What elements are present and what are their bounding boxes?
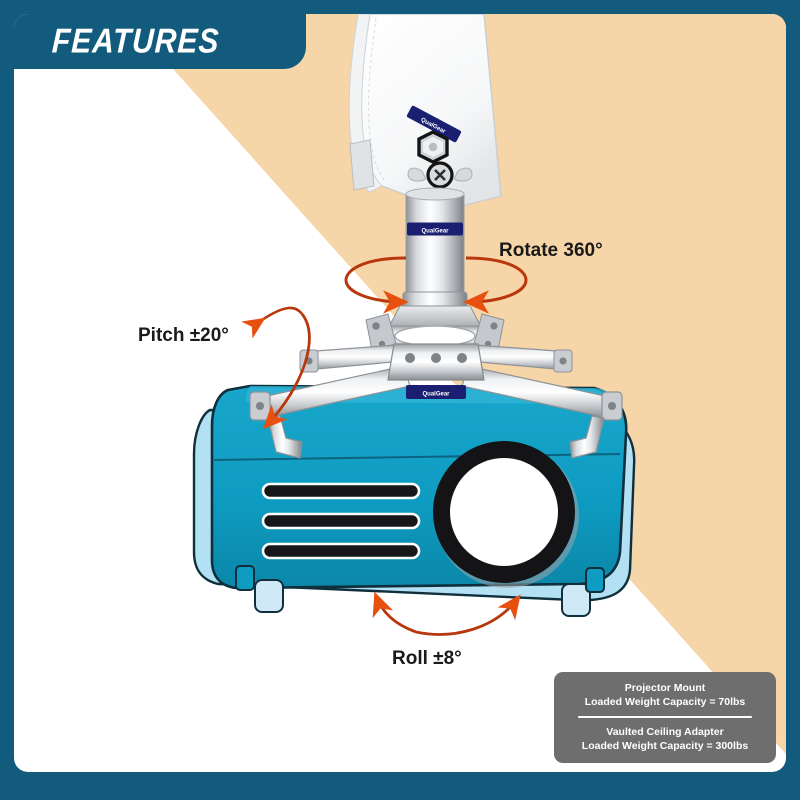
vaulted-ceiling-adapter — [348, 14, 502, 211]
wing-screw — [407, 161, 473, 189]
rotate-label: Rotate 360° — [499, 240, 603, 261]
projector-feet — [235, 565, 605, 617]
spec-capacity: Loaded Weight Capacity = 300lbs — [581, 740, 749, 752]
pitch-label: Pitch ±20° — [138, 325, 229, 346]
spec-title: Vaulted Ceiling Adapter — [606, 726, 724, 738]
pitch-arrow — [241, 306, 311, 430]
spec-divider — [578, 716, 752, 718]
spec-group-projector-mount: Projector Mount Loaded Weight Capacity =… — [560, 681, 770, 709]
roll-arrow — [372, 591, 521, 636]
spider-bracket-arms — [249, 343, 623, 459]
content-area: QualGear — [14, 14, 786, 772]
svg-text:QualGear: QualGear — [421, 228, 449, 234]
spec-title: Projector Mount — [624, 682, 706, 694]
qualgear-logo-chip-pole: QualGear — [407, 222, 463, 236]
weight-capacity-spec-box: Projector Mount Loaded Weight Capacity =… — [554, 672, 776, 763]
projector-lens — [433, 441, 579, 588]
hex-bolt — [417, 130, 449, 164]
svg-text:QualGear: QualGear — [422, 392, 450, 398]
projector-mount-illustration: QualGear — [192, 14, 636, 636]
extension-pole — [402, 187, 468, 309]
features-banner: FEATURES — [14, 14, 306, 69]
rotate-arrow — [344, 256, 528, 314]
spec-capacity: Loaded Weight Capacity = 70lbs — [584, 696, 746, 708]
qualgear-logo-chip-bracket: QualGear — [406, 385, 466, 399]
projector-vents — [261, 482, 421, 560]
spec-group-vaulted-ceiling-adapter: Vaulted Ceiling Adapter Loaded Weight Ca… — [560, 725, 770, 753]
roll-label: Roll ±8° — [392, 648, 462, 669]
features-banner-title: FEATURES — [51, 21, 221, 60]
